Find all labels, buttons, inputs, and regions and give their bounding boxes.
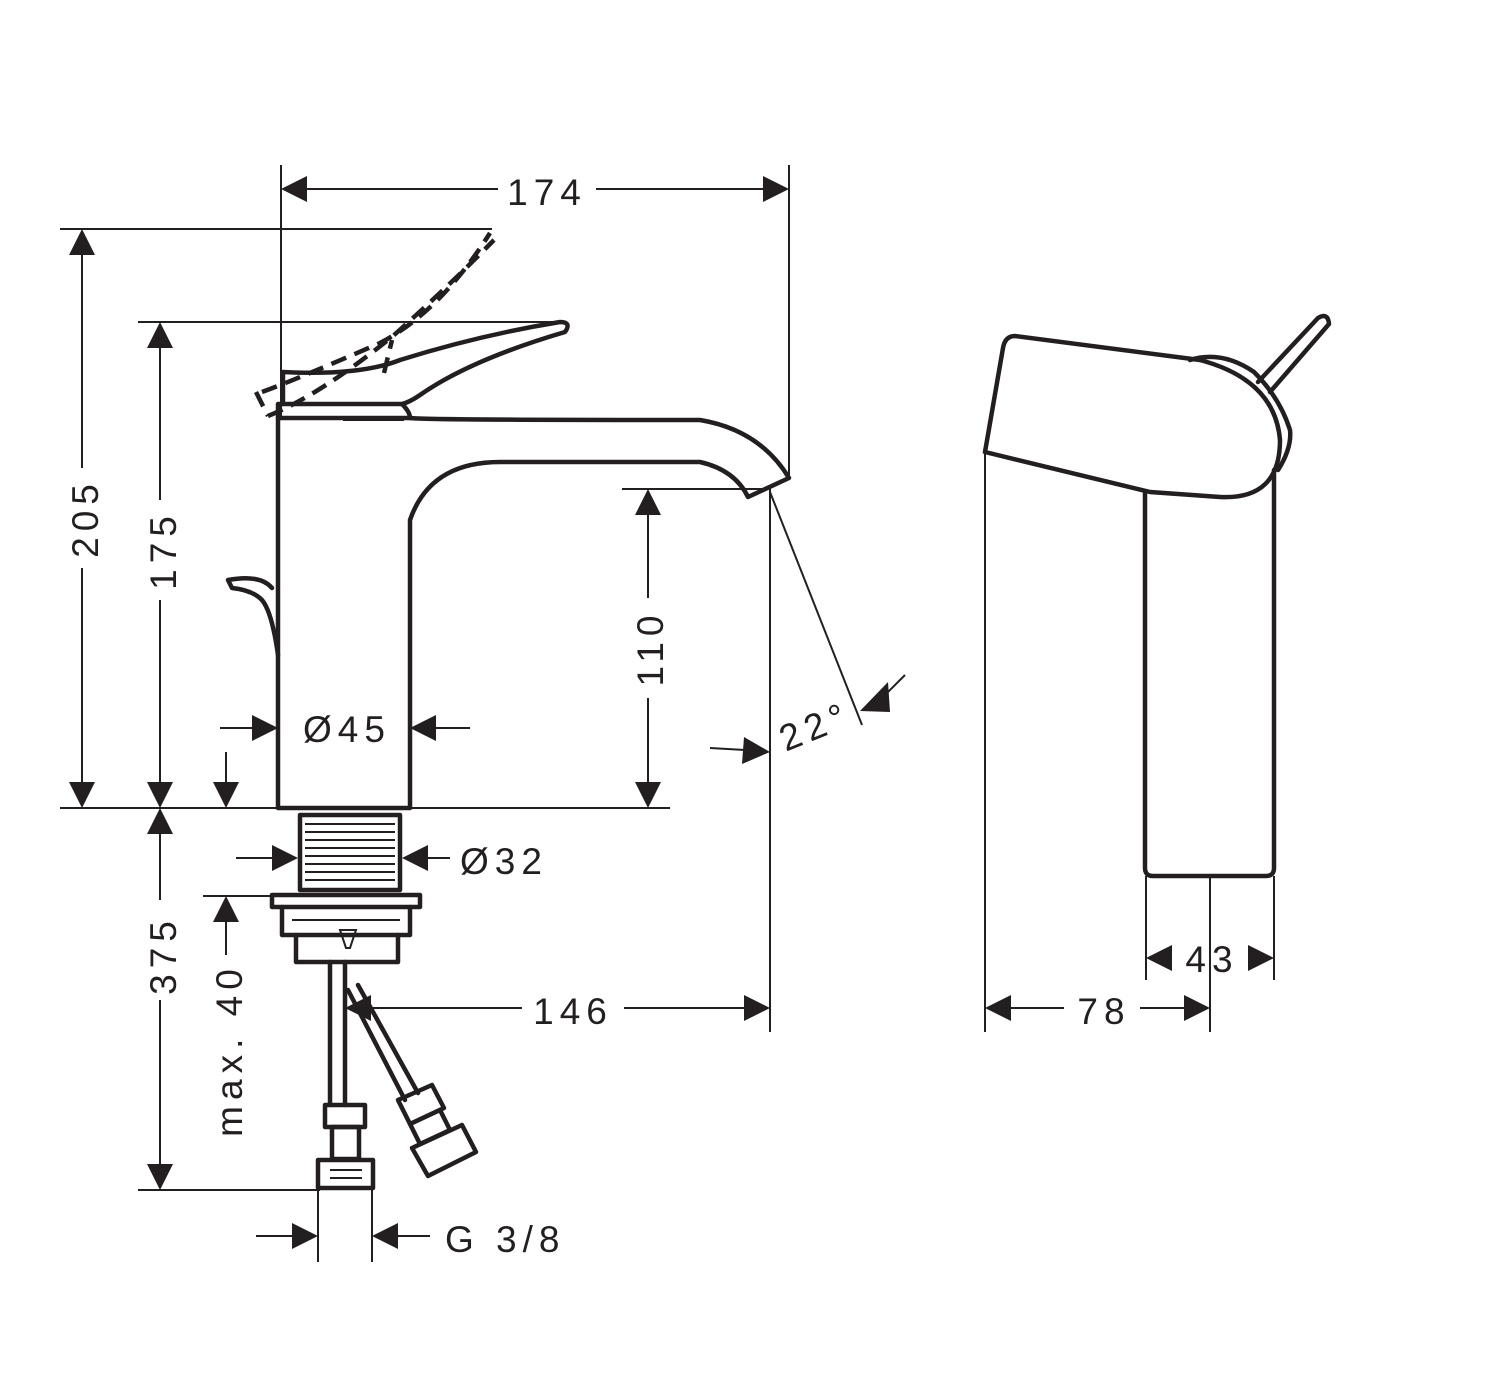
side-dimension-lines [985, 945, 1274, 1021]
faucet-front-profile [982, 313, 1332, 1032]
dim-diameter-45: Ø45 [303, 709, 391, 750]
dim-max-40: max. 40 [209, 963, 250, 1137]
dim-diameter-32: Ø32 [460, 841, 548, 882]
faucet-side-profile [225, 231, 792, 1191]
dim-angle-22: 22° [773, 694, 857, 760]
dim-thread-g38: G 3/8 [445, 1219, 566, 1260]
dim-110: 110 [630, 610, 671, 687]
dim-43: 43 [1185, 939, 1238, 980]
dim-174: 174 [507, 172, 587, 213]
dim-146: 146 [533, 991, 613, 1032]
dimension-lines [60, 165, 906, 1262]
dim-205: 205 [65, 478, 106, 558]
dim-375: 375 [143, 915, 184, 995]
dim-78: 78 [1077, 991, 1130, 1032]
dim-175: 175 [143, 510, 184, 590]
